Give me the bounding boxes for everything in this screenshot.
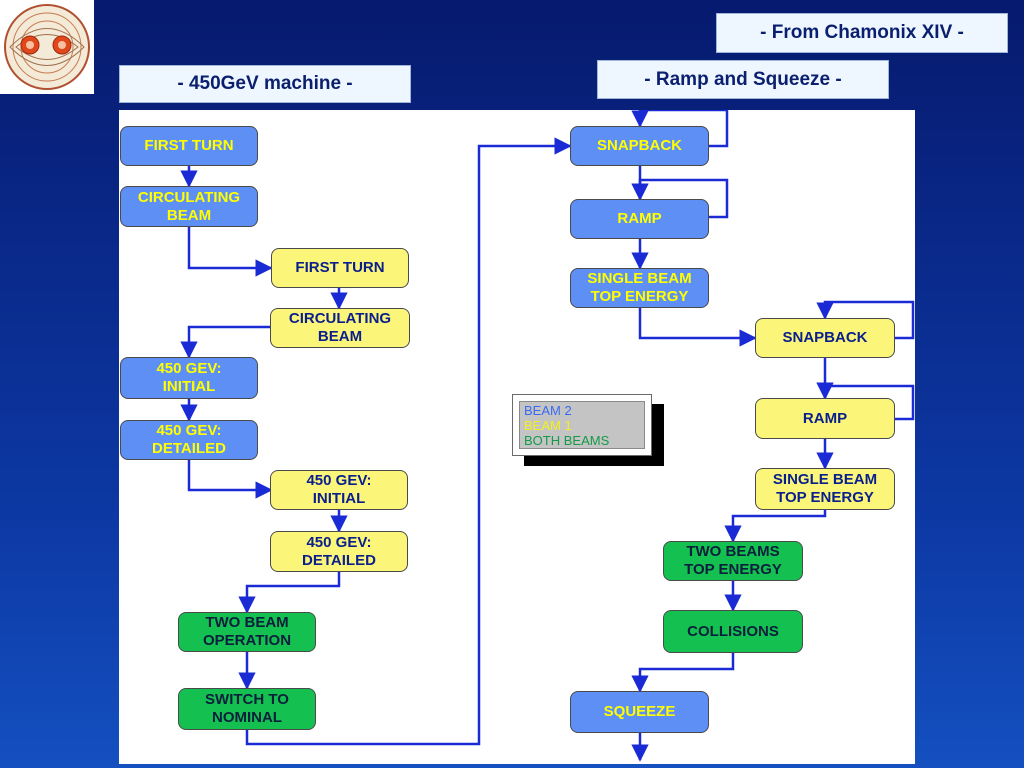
beam2-450gev-initial-node: 450 GEV: INITIAL bbox=[120, 357, 258, 399]
beam1-450gev-initial-node: 450 GEV: INITIAL bbox=[270, 470, 408, 510]
ramp-and-squeeze-label: - Ramp and Squeeze - bbox=[597, 60, 889, 99]
beam2-first-turn-node: FIRST TURN bbox=[120, 126, 258, 166]
beam2-snapback-node: SNAPBACK bbox=[570, 126, 709, 166]
450gev-machine-label: - 450GeV machine - bbox=[119, 65, 411, 103]
squeeze-node: SQUEEZE bbox=[570, 691, 709, 733]
beam1-circulating-beam-node: CIRCULATING BEAM bbox=[270, 308, 410, 348]
connector-lines bbox=[180, 110, 915, 762]
beam2-450gev-detailed-node: 450 GEV: DETAILED bbox=[120, 420, 258, 460]
two-beams-top-energy-node: TWO BEAMS TOP ENERGY bbox=[663, 541, 803, 581]
legend-inner: BEAM 2 BEAM 1 BOTH BEAMS bbox=[519, 401, 645, 449]
two-beam-operation-node: TWO BEAM OPERATION bbox=[178, 612, 316, 652]
legend-both-beams: BOTH BEAMS bbox=[524, 433, 610, 448]
lhc-logo bbox=[0, 0, 94, 94]
beam1-snapback-node: SNAPBACK bbox=[755, 318, 895, 358]
beam1-ramp-node: RAMP bbox=[755, 398, 895, 439]
beam1-450gev-detailed-node: 450 GEV: DETAILED bbox=[270, 531, 408, 572]
flowchart-panel: FIRST TURN CIRCULATING BEAM FIRST TURN C… bbox=[119, 110, 915, 764]
beam2-single-beam-top-energy-node: SINGLE BEAM TOP ENERGY bbox=[570, 268, 709, 308]
legend-beam2: BEAM 2 bbox=[524, 403, 572, 418]
beam1-first-turn-node: FIRST TURN bbox=[271, 248, 409, 288]
beam2-ramp-node: RAMP bbox=[570, 199, 709, 239]
beam2-circulating-beam-node: CIRCULATING BEAM bbox=[120, 186, 258, 227]
source-label: - From Chamonix XIV - bbox=[716, 13, 1008, 53]
collisions-node: COLLISIONS bbox=[663, 610, 803, 653]
beam1-single-beam-top-energy-node: SINGLE BEAM TOP ENERGY bbox=[755, 468, 895, 510]
legend: BEAM 2 BEAM 1 BOTH BEAMS bbox=[512, 394, 652, 456]
switch-to-nominal-node: SWITCH TO NOMINAL bbox=[178, 688, 316, 730]
legend-beam1: BEAM 1 bbox=[524, 418, 572, 433]
